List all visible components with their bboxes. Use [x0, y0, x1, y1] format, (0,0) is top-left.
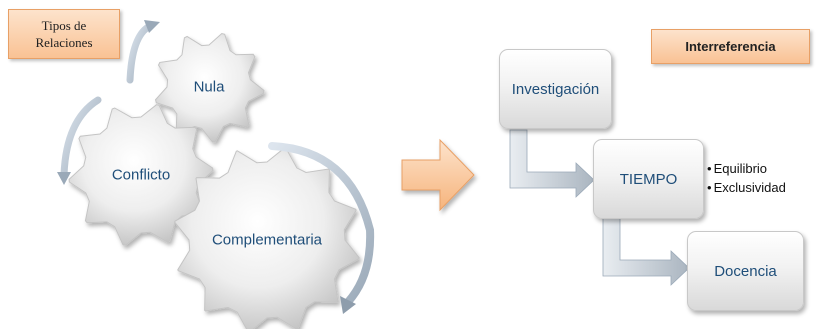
tipos-de-relaciones-box: Tipos de Relaciones	[8, 9, 120, 59]
arc-arrow-top-head	[144, 20, 160, 33]
gear-label-conflicto: Conflicto	[111, 166, 171, 184]
arc-arrow-top	[126, 22, 154, 84]
step-tiempo-label: TIEMPO	[619, 170, 678, 188]
gear-label-complementaria: Complementaria	[211, 231, 323, 249]
gear-conflicto	[68, 104, 214, 246]
elbow-arrow-2	[602, 217, 690, 286]
step-tiempo: TIEMPO	[593, 139, 704, 219]
step-investigacion-label: Investigación	[511, 80, 600, 98]
orange-arrow	[401, 138, 475, 212]
interreferencia-box: Interreferencia	[651, 29, 810, 64]
arc-arrow-right	[268, 142, 375, 306]
gear-nula	[154, 32, 265, 143]
step-investigacion: Investigación	[499, 49, 612, 129]
bullet-equilibrio: Equilibrio	[707, 159, 786, 178]
tipos-line2: Relaciones	[35, 35, 93, 50]
arc-arrow-right-head	[340, 296, 356, 314]
gear-label-nula: Nula	[193, 78, 225, 96]
arc-arrow-left-head	[57, 172, 71, 185]
tiempo-bullets: Equilibrio Exclusividad	[707, 159, 786, 197]
interreferencia-label: Interreferencia	[685, 39, 776, 54]
arc-arrow-left	[60, 96, 102, 179]
step-docencia: Docencia	[687, 231, 804, 311]
gear-complementaria	[174, 147, 360, 329]
bullet-exclusividad: Exclusividad	[707, 178, 786, 197]
step-docencia-label: Docencia	[714, 262, 777, 280]
tipos-line1: Tipos de	[41, 18, 87, 33]
elbow-arrow-1	[509, 129, 595, 198]
